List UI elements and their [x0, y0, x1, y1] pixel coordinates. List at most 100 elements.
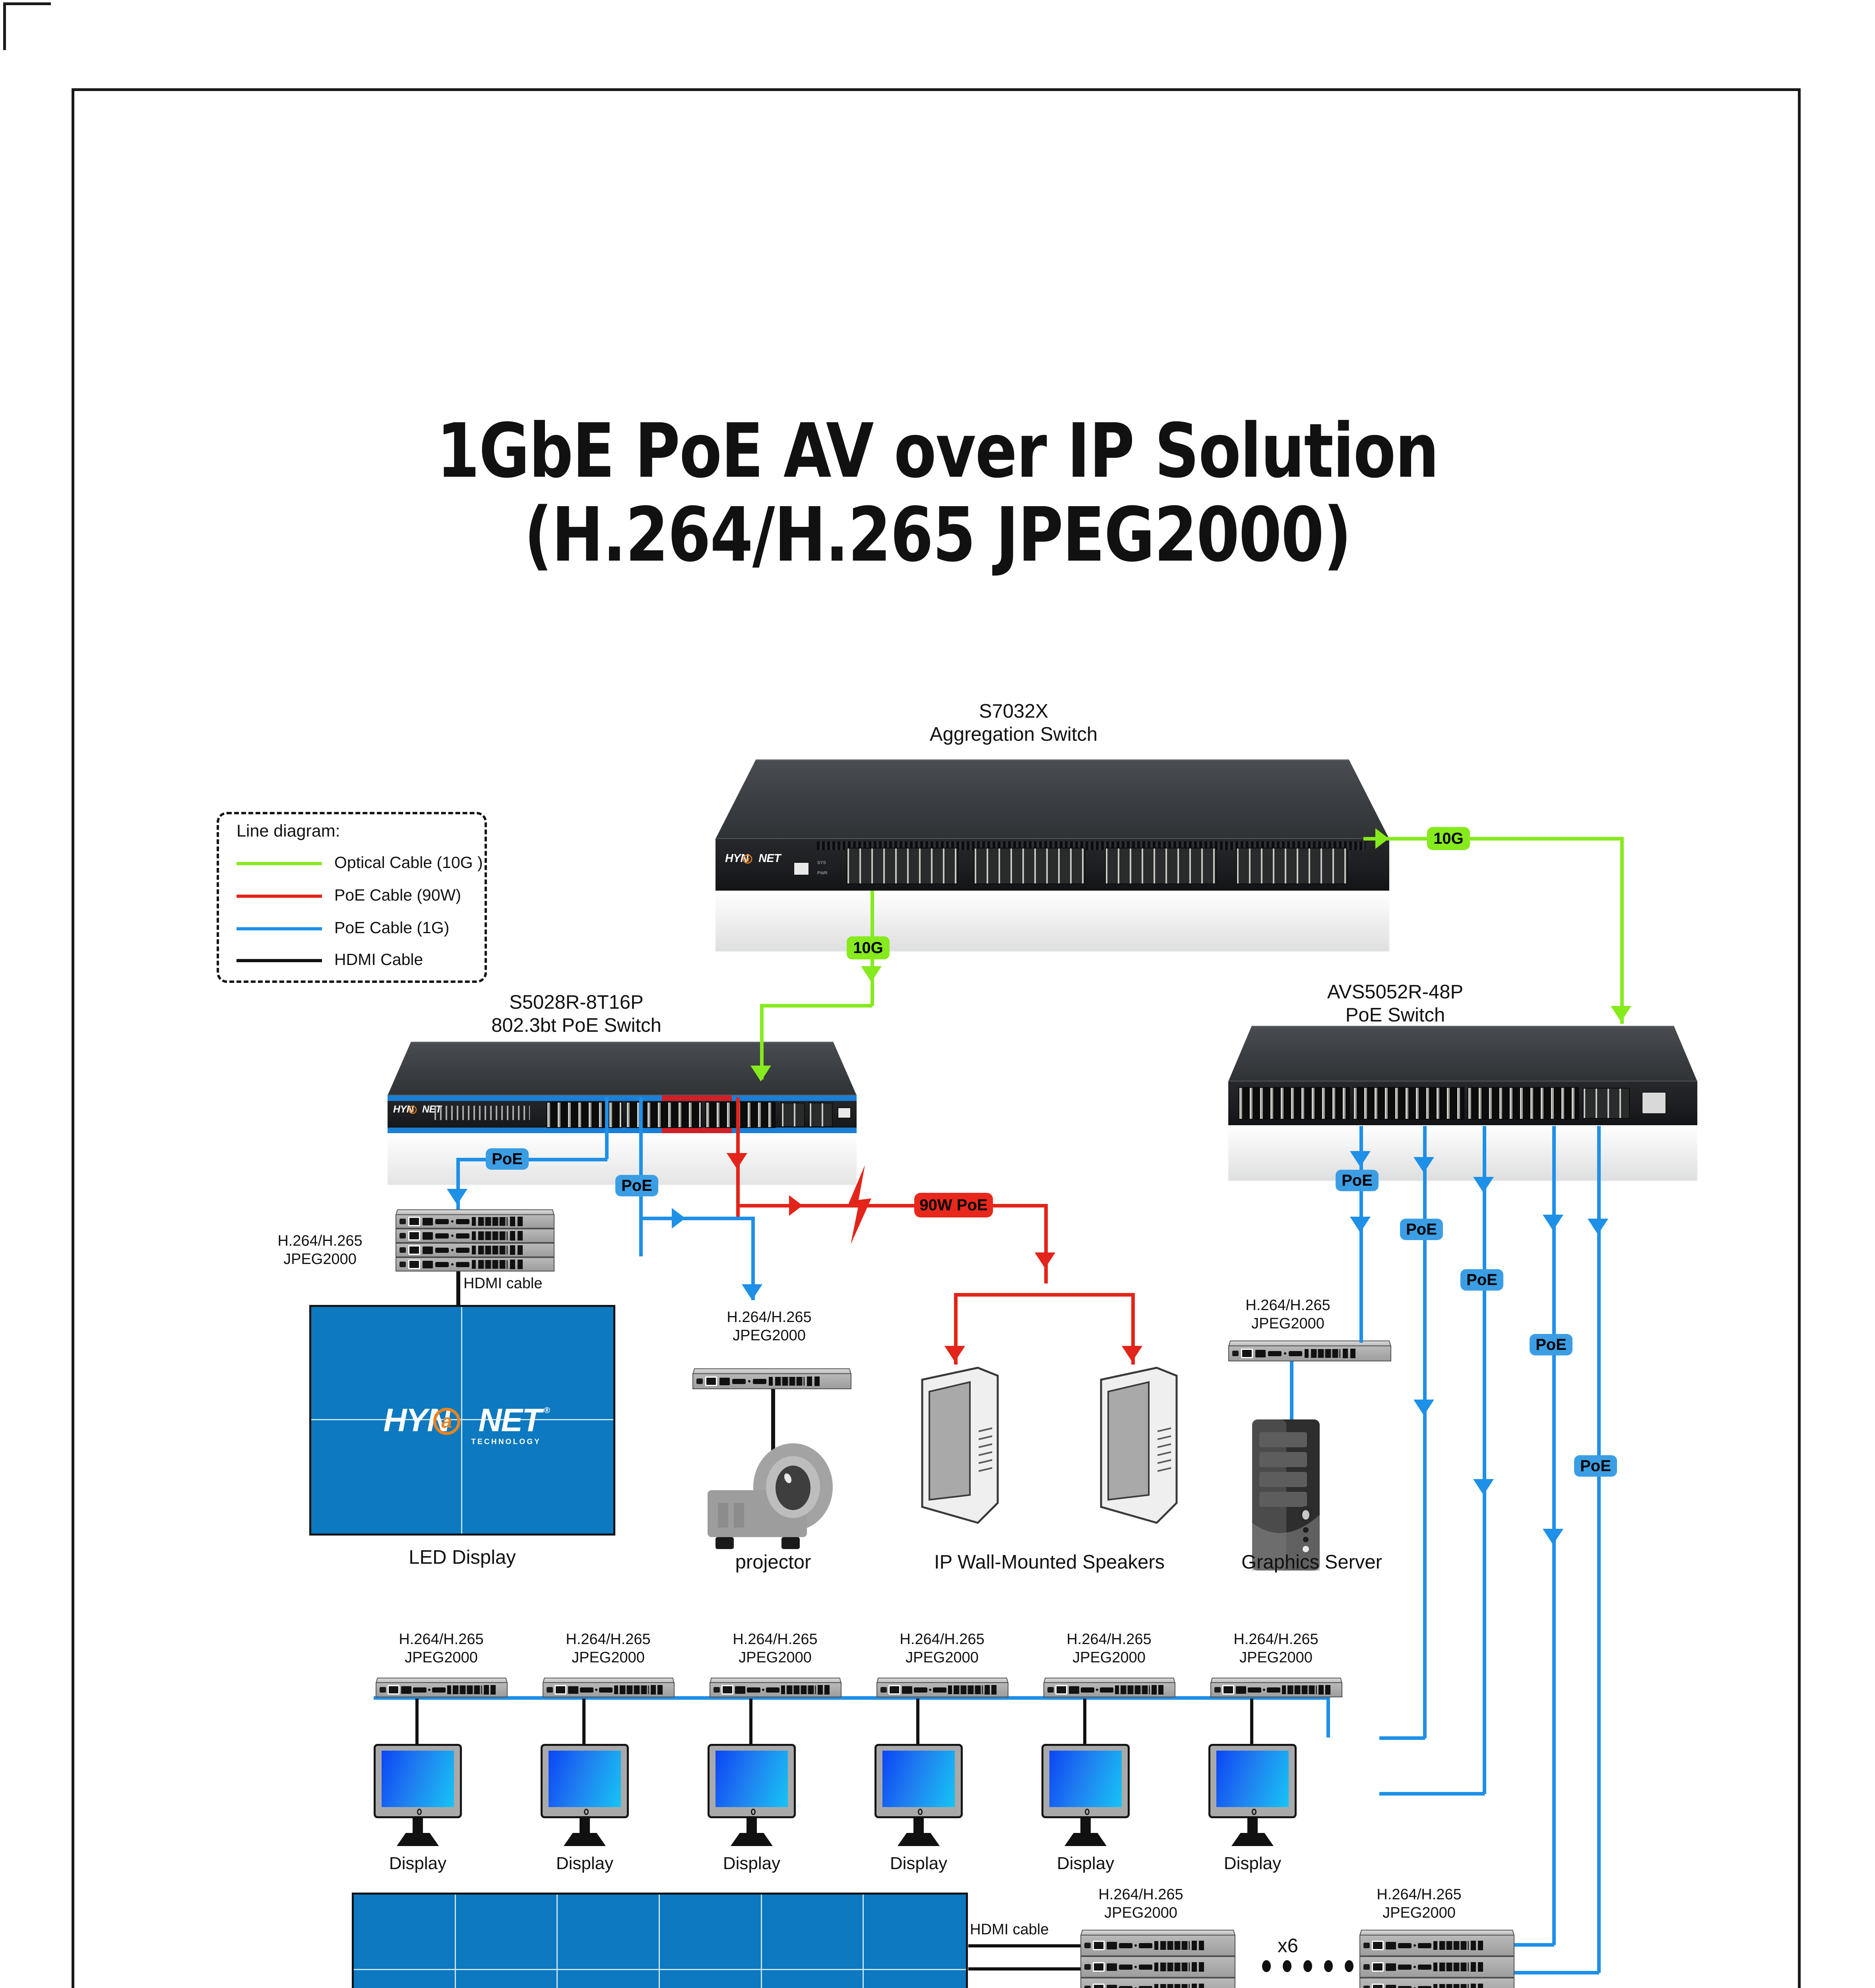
reset-button[interactable]: [1134, 1944, 1137, 1947]
lan-port: [1093, 1941, 1105, 1950]
reset-button[interactable]: [451, 1249, 454, 1251]
encoder-unit[interactable]: [1359, 1956, 1514, 1978]
encoder-unit[interactable]: [1359, 1978, 1514, 1988]
decoder-stack-kvm-left[interactable]: [1080, 1929, 1235, 1988]
badge-poe-b: PoE: [615, 1175, 658, 1196]
rj45-port-group[interactable]: [547, 1102, 622, 1128]
encoder-unit[interactable]: [1210, 1682, 1342, 1697]
decoder-display-3[interactable]: [710, 1677, 842, 1699]
reset-button[interactable]: [748, 1380, 750, 1382]
decoder-display-5[interactable]: [1043, 1677, 1175, 1699]
sfp-uplink-port[interactable]: [781, 1103, 805, 1127]
reset-button[interactable]: [595, 1689, 597, 1691]
power-button[interactable]: [750, 1809, 756, 1815]
chassis-face: HYN a NET: [388, 1095, 857, 1133]
poe-bus-displays: [374, 1696, 1328, 1700]
decoder-display-4[interactable]: [876, 1677, 1008, 1699]
power-button[interactable]: [417, 1809, 422, 1815]
dot: [1324, 1960, 1333, 1972]
reset-button[interactable]: [451, 1263, 454, 1266]
power-button[interactable]: [1251, 1809, 1256, 1815]
encoder-unit[interactable]: [1043, 1682, 1175, 1697]
sfp-port-group[interactable]: [847, 848, 958, 884]
power-button[interactable]: [917, 1809, 923, 1815]
projector-icon[interactable]: [700, 1439, 847, 1555]
tx-rx-port: [614, 1685, 618, 1694]
display-monitor-1[interactable]: [374, 1744, 462, 1847]
display-monitor-3[interactable]: [708, 1744, 796, 1847]
hdmi-out-port: [1139, 1986, 1152, 1988]
sfp-uplink-port-group[interactable]: [1583, 1088, 1630, 1119]
encoder-unit[interactable]: [396, 1229, 555, 1243]
encoder-graphics-server[interactable]: [1228, 1340, 1391, 1364]
led-panel-cell: [462, 1307, 613, 1420]
encoder-unit[interactable]: [710, 1682, 842, 1697]
rj45-port-group[interactable]: [1468, 1087, 1579, 1120]
display-monitor-6[interactable]: [1208, 1744, 1297, 1847]
hdmi-cable-display-1: [415, 1699, 419, 1745]
encoder-stack-led[interactable]: [396, 1209, 555, 1272]
encoder-unit[interactable]: [396, 1214, 555, 1229]
tx-rx-port: [948, 1685, 952, 1694]
monitor-foot: [1064, 1833, 1107, 1846]
led-display-top[interactable]: HYN a NET ® TECHNOLOGY: [309, 1305, 615, 1536]
reset-button[interactable]: [929, 1689, 931, 1691]
reset-button[interactable]: [451, 1235, 454, 1237]
sfp-uplink-port[interactable]: [809, 1103, 833, 1127]
display-monitor-4[interactable]: [874, 1744, 963, 1847]
graphics-server-icon[interactable]: [1240, 1415, 1332, 1574]
reset-button[interactable]: [1284, 1352, 1286, 1355]
decoder-stack-kvm-right[interactable]: [1359, 1929, 1514, 1988]
decoder-display-2[interactable]: [543, 1677, 675, 1699]
reset-button[interactable]: [1414, 1987, 1416, 1988]
encoder-label-kvm-right: H.264/H.265 JPEG2000: [1351, 1885, 1487, 1922]
encoder-unit[interactable]: [1228, 1345, 1391, 1361]
rj45-port-group[interactable]: [1239, 1087, 1350, 1120]
monitor-foot: [1231, 1833, 1274, 1846]
reset-button[interactable]: [1134, 1966, 1137, 1968]
led-display-bottom[interactable]: HYN a NET ® TECHNOLOGY: [352, 1893, 968, 1988]
reset-button[interactable]: [1414, 1966, 1416, 1968]
reset-button[interactable]: [1096, 1689, 1098, 1691]
display-monitor-5[interactable]: [1041, 1744, 1130, 1847]
dc-port: [399, 1233, 406, 1239]
rj45-port-group[interactable]: [1353, 1087, 1464, 1120]
console-port[interactable]: [838, 1107, 851, 1118]
ip-speaker-icon[interactable]: [910, 1364, 1010, 1527]
encoder-unit[interactable]: [692, 1373, 851, 1389]
rj45-port-group[interactable]: [626, 1102, 702, 1128]
encoder-unit[interactable]: [376, 1682, 508, 1697]
reset-button[interactable]: [762, 1689, 764, 1691]
power-button[interactable]: [1084, 1809, 1090, 1815]
aggregation-switch-chassis[interactable]: HYN a NET SYS PWR: [715, 759, 1389, 891]
sfp-port-group[interactable]: [974, 848, 1085, 884]
power-button[interactable]: [584, 1809, 589, 1815]
left-switch-role: 802.3bt PoE Switch: [491, 1015, 661, 1036]
encoder-unit[interactable]: [1359, 1935, 1514, 1956]
decoder-display-6[interactable]: [1210, 1677, 1342, 1699]
encoder-unit[interactable]: [1080, 1956, 1235, 1978]
sfp-port: [423, 1246, 433, 1254]
reset-button[interactable]: [1134, 1987, 1137, 1988]
encoder-projector[interactable]: [692, 1368, 851, 1392]
rj45-port-group-poe90w[interactable]: [706, 1102, 776, 1128]
encoder-unit[interactable]: [396, 1257, 555, 1272]
reset-button[interactable]: [1414, 1944, 1416, 1947]
encoder-unit[interactable]: [543, 1682, 675, 1697]
reset-button[interactable]: [451, 1220, 454, 1223]
decoder-display-1[interactable]: [376, 1677, 508, 1699]
right-poe-switch-chassis[interactable]: [1228, 1026, 1697, 1125]
console-port[interactable]: [793, 862, 809, 876]
brand-at: a: [745, 855, 750, 863]
encoder-unit[interactable]: [1080, 1978, 1235, 1988]
reset-button[interactable]: [1263, 1689, 1265, 1691]
encoder-unit[interactable]: [876, 1682, 1008, 1697]
display-monitor-2[interactable]: [541, 1744, 629, 1847]
left-poe-switch-chassis[interactable]: HYN a NET: [388, 1042, 857, 1133]
encoder-unit[interactable]: [396, 1243, 555, 1257]
reset-button[interactable]: [428, 1689, 430, 1691]
sfp-port-group[interactable]: [1236, 848, 1348, 884]
ip-speaker-icon[interactable]: [1089, 1364, 1189, 1527]
encoder-unit[interactable]: [1080, 1935, 1235, 1956]
sfp-port-group[interactable]: [1105, 848, 1216, 884]
